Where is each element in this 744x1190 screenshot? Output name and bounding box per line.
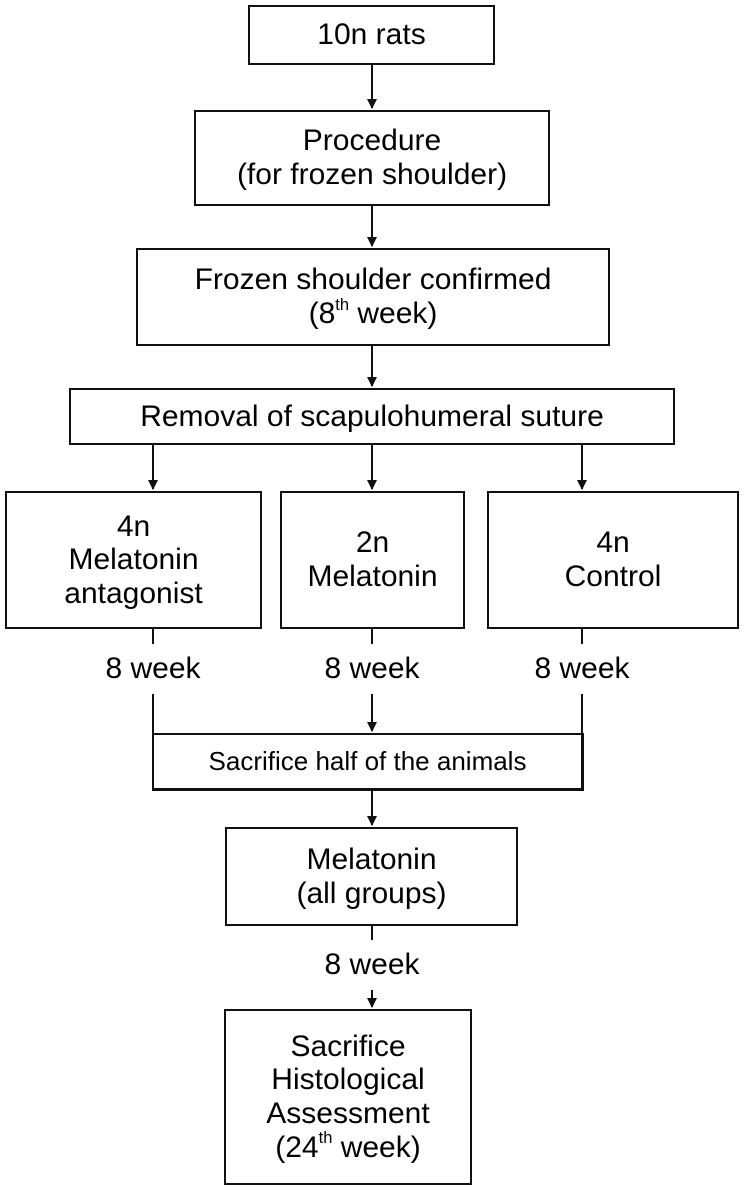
- node-melatonin-line2: Melatonin: [307, 560, 438, 593]
- node-confirmed-line1: Frozen shoulder confirmed: [194, 263, 552, 297]
- node-final-line2: Histological: [271, 1063, 425, 1097]
- edge-label-final-week: 8 week: [324, 948, 420, 981]
- node-antagonist-line2: Melatonin: [68, 543, 199, 577]
- node-procedure-line2: (for frozen shoulder): [236, 158, 508, 191]
- node-confirmed-line2: (8th week): [308, 295, 438, 331]
- node-confirmed-line2-sup: th: [335, 295, 350, 314]
- node-group-antagonist: 4n Melatonin antagonist: [5, 491, 262, 629]
- node-final-line3: Assessment: [266, 1097, 430, 1130]
- edge-label-control-week: 8 week: [534, 652, 630, 685]
- node-melatonin-all: Melatonin (all groups): [225, 827, 518, 926]
- edge-label-melatonin-week: 8 week: [324, 652, 420, 685]
- node-antagonist-line3: antagonist: [64, 576, 203, 610]
- node-control-line2: Control: [564, 560, 662, 593]
- node-sacrifice-half: Sacrifice half of the animals: [152, 733, 584, 791]
- node-sacrifice-half-label: Sacrifice half of the animals: [208, 745, 527, 776]
- node-removal-label: Removal of scapulohumeral suture: [140, 399, 604, 433]
- node-procedure: Procedure (for frozen shoulder): [194, 110, 550, 206]
- node-start-label: 10n rats: [317, 18, 426, 52]
- node-procedure-line1: Procedure: [302, 124, 442, 158]
- node-final-line4-post: week): [332, 1130, 421, 1164]
- node-final-line4: (24th week): [275, 1129, 421, 1165]
- node-confirmed: Frozen shoulder confirmed (8th week): [136, 248, 610, 346]
- node-final-line1: Sacrifice: [290, 1029, 406, 1063]
- node-control-line1: 4n: [596, 526, 630, 560]
- node-confirmed-line2-post: week): [349, 297, 438, 330]
- node-group-control: 4n Control: [487, 491, 739, 629]
- node-final: Sacrifice Histological Assessment (24th …: [224, 1009, 472, 1185]
- node-melatonin-line1: 2n: [355, 526, 390, 560]
- node-melatonin-all-line2: (all groups): [296, 876, 447, 910]
- node-start: 10n rats: [248, 5, 495, 65]
- node-removal: Removal of scapulohumeral suture: [69, 388, 675, 445]
- node-final-line4-pre: (24: [275, 1130, 319, 1164]
- node-confirmed-line2-pre: (8: [308, 297, 336, 330]
- node-group-melatonin: 2n Melatonin: [280, 491, 465, 629]
- node-melatonin-all-line1: Melatonin: [306, 842, 437, 876]
- node-antagonist-line1: 4n: [116, 509, 151, 543]
- edge-label-antagonist-week: 8 week: [105, 652, 201, 685]
- node-final-line4-sup: th: [318, 1129, 333, 1148]
